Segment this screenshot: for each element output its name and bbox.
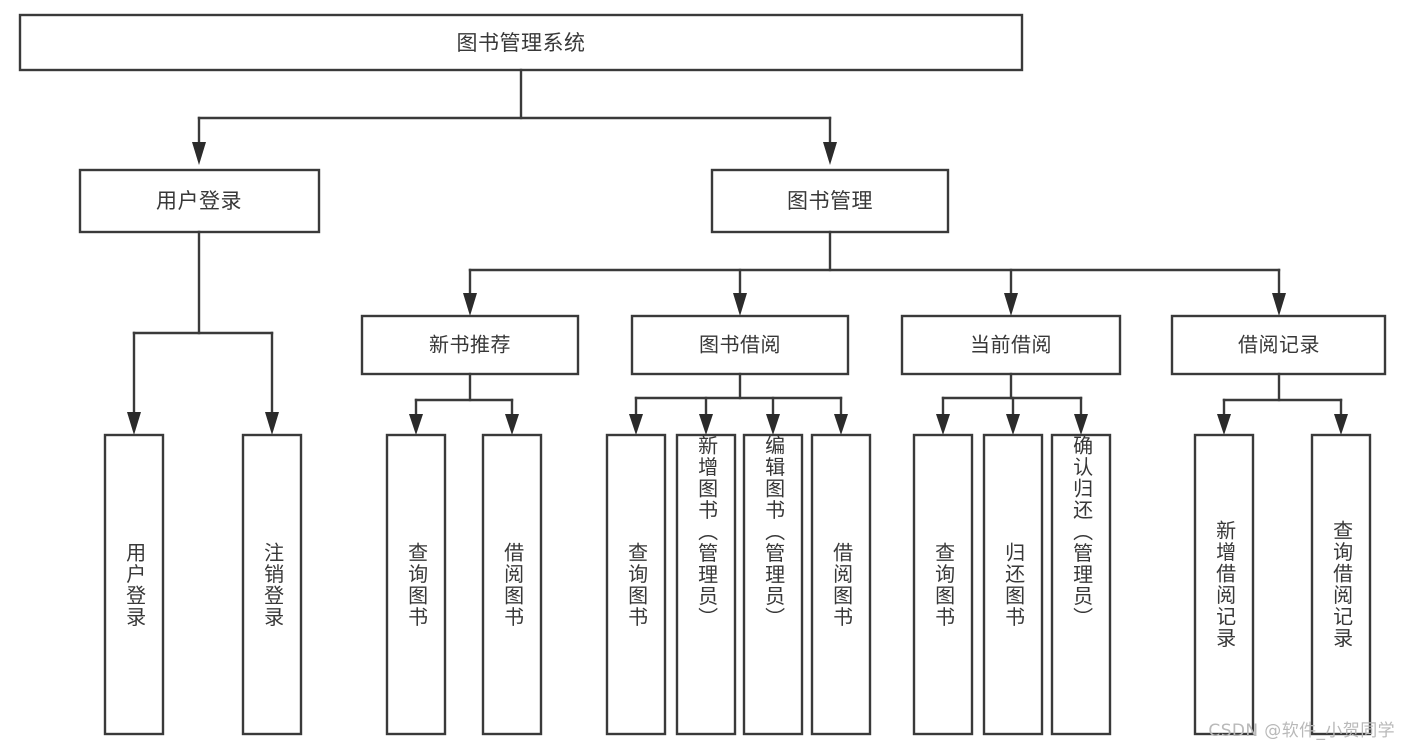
node-borrow-record[interactable]: 借阅记录 bbox=[1170, 314, 1387, 376]
arrow-head-icon bbox=[1004, 293, 1018, 316]
arrow-head-icon bbox=[409, 414, 423, 435]
leaf-box-query-borrow-record[interactable] bbox=[1310, 433, 1372, 736]
leaf-box-query-book-borrow[interactable] bbox=[605, 433, 667, 736]
arrow-head-icon bbox=[1272, 293, 1286, 316]
arrow-head-icon bbox=[1217, 414, 1231, 435]
arrow-head-icon bbox=[265, 412, 279, 435]
node-root[interactable]: 图书管理系统 bbox=[18, 13, 1024, 72]
arrow-head-icon bbox=[192, 142, 206, 165]
connector-borrow-record-to-leaves bbox=[1217, 372, 1348, 435]
node-current-borrow-label: 当前借阅 bbox=[970, 333, 1052, 357]
node-book-borrow-label: 图书借阅 bbox=[699, 333, 781, 357]
leaf-box-confirm-return-admin[interactable] bbox=[1050, 433, 1112, 736]
arrow-head-icon bbox=[629, 414, 643, 435]
arrow-head-icon bbox=[936, 414, 950, 435]
arrow-head-icon bbox=[127, 412, 141, 435]
arrow-head-icon bbox=[1334, 414, 1348, 435]
arrow-head-icon bbox=[823, 142, 837, 165]
node-user-login-box[interactable] bbox=[78, 168, 321, 234]
leaf-box-return-book[interactable] bbox=[982, 433, 1044, 736]
connector-book-borrow-to-leaves bbox=[629, 372, 848, 435]
arrow-head-icon bbox=[699, 414, 713, 435]
node-current-borrow-box[interactable] bbox=[900, 314, 1122, 376]
connector-book-management-to-level2 bbox=[463, 230, 1286, 316]
leaf-boxes bbox=[103, 433, 1372, 736]
arrow-head-icon bbox=[463, 293, 477, 316]
leaf-box-edit-book-admin[interactable] bbox=[742, 433, 804, 736]
node-book-management[interactable]: 图书管理 bbox=[710, 168, 950, 234]
leaf-box-borrow-book-rec[interactable] bbox=[481, 433, 543, 736]
node-user-login[interactable]: 用户登录 bbox=[78, 168, 321, 234]
arrow-head-icon bbox=[733, 293, 747, 316]
arrow-head-icon bbox=[766, 414, 780, 435]
leaf-box-add-book-admin[interactable] bbox=[675, 433, 737, 736]
leaf-box-user-login[interactable] bbox=[103, 433, 165, 736]
node-new-book-recommend-label: 新书推荐 bbox=[429, 333, 511, 357]
node-book-management-label: 图书管理 bbox=[787, 189, 873, 213]
connector-user-login-to-leaves bbox=[127, 230, 279, 435]
connector-current-borrow-to-leaves bbox=[936, 372, 1088, 435]
arrow-head-icon bbox=[505, 414, 519, 435]
leaf-box-query-book-current[interactable] bbox=[912, 433, 974, 736]
arrow-head-icon bbox=[1074, 414, 1088, 435]
node-borrow-record-label: 借阅记录 bbox=[1238, 333, 1320, 357]
arrow-head-icon bbox=[834, 414, 848, 435]
node-new-book-recommend[interactable]: 新书推荐 bbox=[360, 314, 580, 376]
leaf-box-logout[interactable] bbox=[241, 433, 303, 736]
node-user-login-label: 用户登录 bbox=[156, 189, 242, 213]
connector-new-book-recommend-to-leaves bbox=[409, 372, 519, 435]
node-new-book-recommend-box[interactable] bbox=[360, 314, 580, 376]
node-current-borrow[interactable]: 当前借阅 bbox=[900, 314, 1122, 376]
connector-root-to-level1 bbox=[192, 68, 837, 165]
leaf-box-add-borrow-record[interactable] bbox=[1193, 433, 1255, 736]
arrow-head-icon bbox=[1006, 414, 1020, 435]
node-book-borrow[interactable]: 图书借阅 bbox=[630, 314, 850, 376]
node-root-box[interactable] bbox=[18, 13, 1024, 72]
leaf-box-query-book-rec[interactable] bbox=[385, 433, 447, 736]
node-root-label: 图书管理系统 bbox=[457, 31, 586, 55]
leaf-box-borrow-book[interactable] bbox=[810, 433, 872, 736]
